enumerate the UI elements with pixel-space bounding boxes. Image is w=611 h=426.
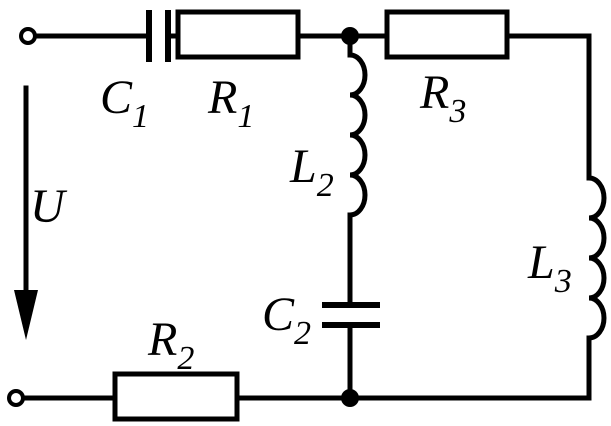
label-c2: C2 xyxy=(262,288,311,352)
label-r3: R3 xyxy=(419,66,466,130)
r2-resistor xyxy=(112,371,240,422)
junction-top xyxy=(341,27,359,45)
l2-inductor xyxy=(347,52,368,218)
r1-resistor xyxy=(175,9,301,60)
label-l2: L2 xyxy=(289,140,334,204)
junction-bottom xyxy=(341,389,359,407)
label-c1: C1 xyxy=(100,71,149,135)
label-u: U xyxy=(30,180,68,233)
label-r2: R2 xyxy=(147,313,194,377)
label-r1: R1 xyxy=(207,71,254,135)
terminal-bottom xyxy=(7,389,25,407)
l3-inductor xyxy=(586,175,607,341)
voltage-arrow-head xyxy=(14,290,38,340)
label-l3: L3 xyxy=(527,236,572,300)
r3-resistor xyxy=(384,9,510,60)
terminal-top xyxy=(19,27,37,45)
